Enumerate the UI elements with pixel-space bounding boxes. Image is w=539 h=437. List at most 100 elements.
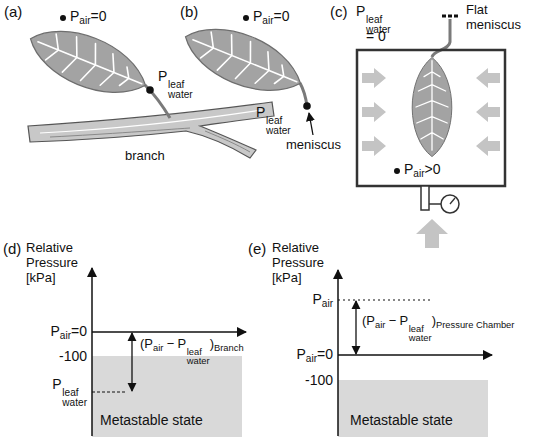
- label-text: P: [312, 291, 321, 307]
- label-text: P: [50, 323, 59, 339]
- leader-arrow: [309, 113, 313, 135]
- stacked-indices: leafwater: [168, 80, 193, 100]
- pressure-label: Pleafwater: [158, 68, 193, 100]
- pressure-arrow: [362, 68, 386, 88]
- zero-line: [92, 331, 246, 333]
- label-text: (d): [3, 240, 21, 257]
- panel-b: [176, 14, 313, 135]
- operator: −: [167, 336, 175, 351]
- subscript: water: [62, 398, 87, 408]
- label-text: Relative Pressure [kPa]: [272, 240, 324, 285]
- pressure-arrow: [362, 136, 386, 156]
- panel-letter: (c): [330, 3, 348, 20]
- subscript: air: [60, 330, 71, 341]
- pressure-arrow: [362, 102, 386, 122]
- label-text: Relative Pressure [kPa]: [26, 240, 78, 285]
- branch-streak: [40, 110, 262, 133]
- label-text: =0: [71, 323, 87, 339]
- pressure-label: Pair=0: [70, 8, 107, 27]
- label-text: >0: [425, 161, 441, 177]
- label-text: (b): [180, 3, 198, 20]
- subscript: water: [168, 90, 193, 100]
- panel-letter: (e): [248, 240, 266, 257]
- difference-arrow: [131, 333, 132, 391]
- pressure-chamber: [357, 50, 505, 186]
- air-level-line: [338, 299, 430, 300]
- stacked-indices: leafwater: [187, 348, 210, 367]
- subscript: air: [262, 15, 273, 26]
- level-tick: [92, 392, 126, 393]
- region-label: Metastable state: [350, 412, 453, 428]
- part-name: Flat meniscus: [466, 3, 528, 33]
- panel-letter: (b): [180, 3, 198, 20]
- air-dot: [60, 15, 66, 21]
- air-dot: [394, 168, 400, 174]
- label-text: P: [404, 161, 413, 177]
- stacked-indices: leafwater: [266, 116, 291, 136]
- label-text: (a): [4, 3, 22, 20]
- air-dot: [243, 15, 249, 21]
- part-name: meniscus: [286, 138, 341, 153]
- subscript: water: [187, 357, 210, 366]
- label-text: (P: [362, 313, 375, 328]
- label-text: branch: [125, 148, 165, 163]
- link-arrow: [416, 219, 448, 248]
- label-text: ): [210, 336, 214, 351]
- label-text: P: [296, 346, 305, 362]
- axis-title: Relative Pressure [kPa]: [26, 241, 84, 286]
- gauge-needle: [450, 198, 455, 204]
- label-text: =0: [317, 346, 333, 362]
- superscript: leaf: [187, 348, 210, 357]
- label-text: P: [356, 3, 365, 19]
- pressure-label: Pair=0: [50, 323, 87, 342]
- label-text: -100: [59, 348, 87, 364]
- subscript: Branch: [214, 343, 244, 353]
- pressure-label: Pair: [312, 291, 333, 310]
- subscript: water: [266, 126, 291, 136]
- subscript: air: [306, 353, 317, 364]
- operator: −: [389, 313, 397, 328]
- subscript: air: [375, 320, 385, 330]
- superscript: leaf: [409, 325, 432, 334]
- label-text: (e): [248, 240, 266, 257]
- part-name: branch: [125, 149, 165, 164]
- superscript: leaf: [168, 80, 193, 90]
- superscript: leaf: [62, 388, 87, 398]
- petiole: [432, 19, 450, 57]
- label-text: P: [253, 8, 262, 24]
- gauge-pipe: [429, 203, 441, 205]
- y-axis: [91, 268, 93, 436]
- label-text: = 0: [366, 28, 386, 44]
- label-text: =0: [91, 8, 107, 24]
- metastable-region: [92, 356, 242, 437]
- subscript: air: [413, 168, 424, 179]
- pressure-gauge: [441, 195, 459, 213]
- tick-label: -100: [59, 348, 87, 364]
- pressure-label: Pair=0: [296, 346, 333, 365]
- leaf: [176, 14, 310, 106]
- pressure-arrow: [476, 68, 500, 88]
- difference-label: (Pair−Pleafwater)Pressure Chamber: [362, 314, 514, 343]
- gas-inlet: [421, 186, 429, 210]
- label-text: P: [177, 336, 186, 351]
- region-label: Metastable state: [100, 412, 203, 428]
- stacked-indices: leafwater: [62, 388, 87, 408]
- pressure-arrow: [476, 102, 500, 122]
- subscript: Pressure Chamber: [436, 320, 514, 330]
- subscript: air: [153, 343, 163, 353]
- label-text: P: [52, 376, 61, 392]
- panel-c: [357, 16, 505, 248]
- label-text: P: [158, 68, 167, 84]
- flat-meniscus: [442, 15, 458, 18]
- pressure-arrow: [476, 136, 500, 156]
- label-text: Metastable state: [350, 412, 453, 428]
- panel-letter: (a): [4, 3, 22, 20]
- label-text: P: [399, 313, 408, 328]
- leaf: [21, 16, 155, 108]
- water-dot: [146, 86, 154, 94]
- subscript: air: [79, 15, 90, 26]
- pressure-label: Pleafwater: [256, 104, 291, 136]
- label-text: (P: [140, 336, 153, 351]
- label-text: Flat meniscus: [466, 2, 521, 32]
